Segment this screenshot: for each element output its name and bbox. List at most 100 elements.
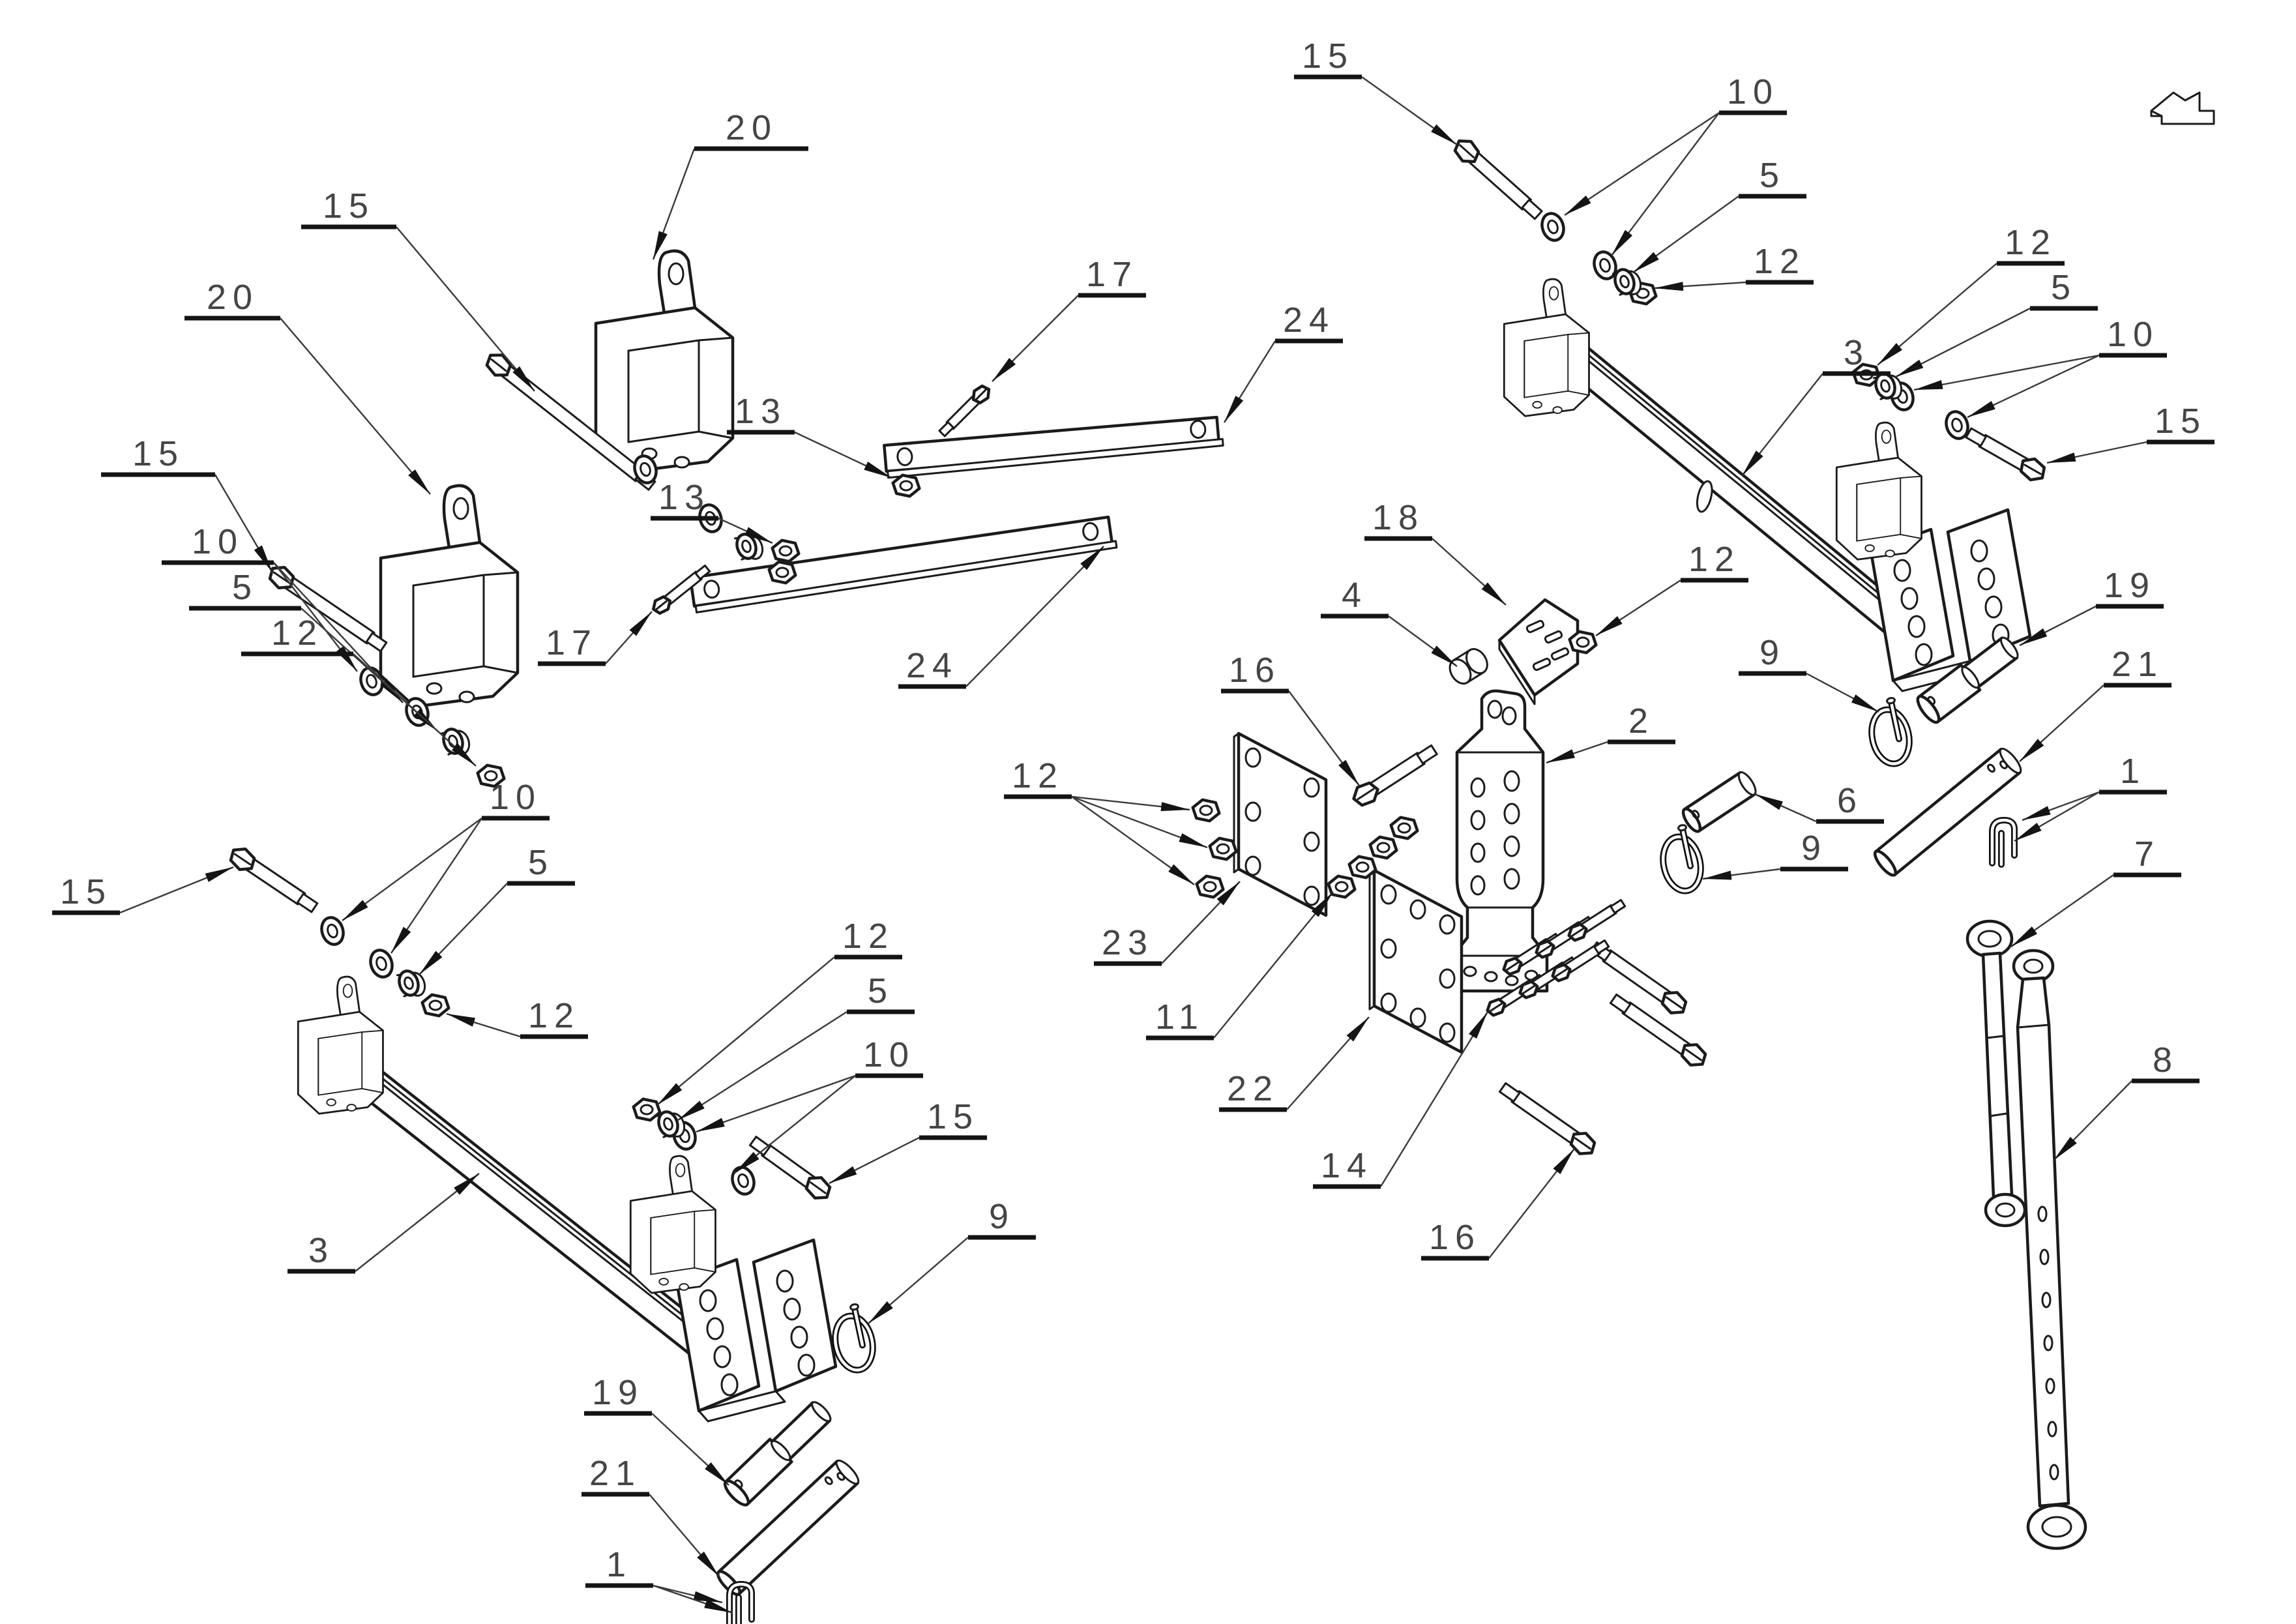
spacer-5	[396, 969, 426, 997]
beam-bracket	[1835, 421, 1922, 561]
nut-12	[632, 1097, 662, 1122]
callout-15: 15	[301, 186, 535, 392]
callout-16: 16	[1421, 1148, 1575, 1261]
link-8	[2012, 949, 2087, 1550]
part-number: 21	[2112, 645, 2164, 684]
ring-clip-9	[1660, 824, 1704, 894]
part-number: 17	[546, 623, 598, 662]
spacer-5	[1872, 372, 1903, 400]
callout-9: 9	[1702, 829, 1848, 880]
part-number: 13	[735, 392, 787, 431]
bolt-15	[749, 1136, 832, 1200]
part-number: 12	[271, 613, 323, 653]
spacer-5	[440, 728, 471, 756]
pin-21	[1873, 747, 2022, 877]
nut-12	[1195, 874, 1225, 899]
callout-3: 3	[1741, 333, 1891, 477]
bolt-14	[1486, 973, 1545, 1017]
callout-12: 12	[1654, 242, 1814, 291]
callout-1: 1	[2014, 752, 2167, 842]
part-number: 5	[232, 568, 258, 607]
plate-23	[1233, 731, 1328, 917]
part-number: 12	[1688, 540, 1741, 579]
callout-5: 5	[677, 971, 915, 1121]
part-number: 5	[2051, 268, 2077, 307]
part-number: 19	[2104, 566, 2156, 605]
r-clip-1	[726, 1580, 755, 1624]
callout-12: 12	[241, 613, 477, 767]
callout-23: 23	[1094, 881, 1241, 966]
part-number: 20	[207, 278, 259, 317]
part-number: 21	[589, 1454, 641, 1493]
callout-13: 13	[727, 392, 892, 479]
washer-10	[731, 1166, 756, 1196]
r-clip-1	[1989, 816, 2018, 868]
nut-12	[767, 560, 797, 585]
callout-20: 20	[652, 108, 808, 260]
callout-12: 12	[446, 996, 588, 1039]
part-number: 22	[1227, 1069, 1279, 1108]
part-number: 9	[1801, 829, 1827, 868]
bracket-20	[594, 249, 735, 474]
nut-13	[891, 473, 921, 498]
part-number: 15	[323, 186, 375, 226]
part-number: 15	[60, 872, 112, 911]
nut-11	[1347, 855, 1377, 879]
callout-15: 15	[2046, 402, 2215, 464]
callout-12: 12	[1004, 756, 1208, 885]
pin-19	[1916, 636, 2019, 724]
washer-10	[1593, 250, 1617, 280]
washer-10	[1540, 212, 1565, 242]
callout-4: 4	[1321, 576, 1458, 667]
part-number: 16	[1229, 651, 1281, 690]
ring-clip-9	[1868, 697, 1913, 767]
callout-2: 2	[1546, 701, 1675, 764]
part-number: 15	[927, 1097, 979, 1136]
part-number: 11	[1155, 997, 1205, 1037]
callout-9: 9	[868, 1197, 1036, 1324]
callout-15: 15	[101, 434, 274, 573]
callout-19: 19	[584, 1373, 729, 1486]
pin-6	[1681, 771, 1757, 833]
callout-16: 16	[1221, 651, 1360, 786]
part-number: 10	[192, 522, 244, 561]
callout-5: 5	[419, 843, 575, 975]
part-number: 4	[1342, 576, 1368, 615]
part-number: 23	[1102, 923, 1154, 962]
page-turn-icon	[2150, 91, 2215, 125]
callout-10: 10	[342, 778, 550, 954]
callout-7: 7	[2010, 834, 2181, 947]
bolt-15	[1965, 427, 2046, 482]
part-number: 24	[906, 646, 958, 685]
callout-24: 24	[898, 546, 1104, 689]
part-number: 14	[1321, 1146, 1373, 1185]
part-number: 9	[989, 1197, 1015, 1236]
nut-12	[420, 993, 450, 1018]
bracket-18	[1497, 598, 1580, 705]
callout-10: 10	[1564, 72, 1787, 256]
part-number: 7	[2134, 834, 2160, 874]
part-number: 15	[2155, 402, 2207, 441]
bolt-16	[1498, 1082, 1597, 1155]
part-number: 1	[2120, 752, 2146, 791]
part-number: 13	[658, 478, 711, 517]
callout-13: 13	[651, 478, 773, 544]
bolt-14	[1567, 898, 1626, 942]
washer-10	[633, 454, 658, 484]
callout-3: 3	[287, 1173, 480, 1274]
part-number: 2	[1628, 701, 1655, 741]
bolt-15	[229, 847, 319, 913]
part-number: 5	[528, 843, 554, 882]
beam-bracket	[1503, 278, 1590, 417]
part-number: 9	[1759, 633, 1786, 672]
bolt-15	[1453, 139, 1543, 220]
beam-bracket	[297, 975, 384, 1115]
callout-1: 1	[585, 1545, 733, 1614]
callout-10: 10	[1913, 315, 2167, 419]
nut-11	[1389, 816, 1419, 840]
part-number: 10	[2107, 315, 2159, 354]
part-number: 3	[1844, 333, 1870, 372]
callout-15: 15	[829, 1097, 987, 1185]
part-number: 10	[490, 778, 542, 817]
